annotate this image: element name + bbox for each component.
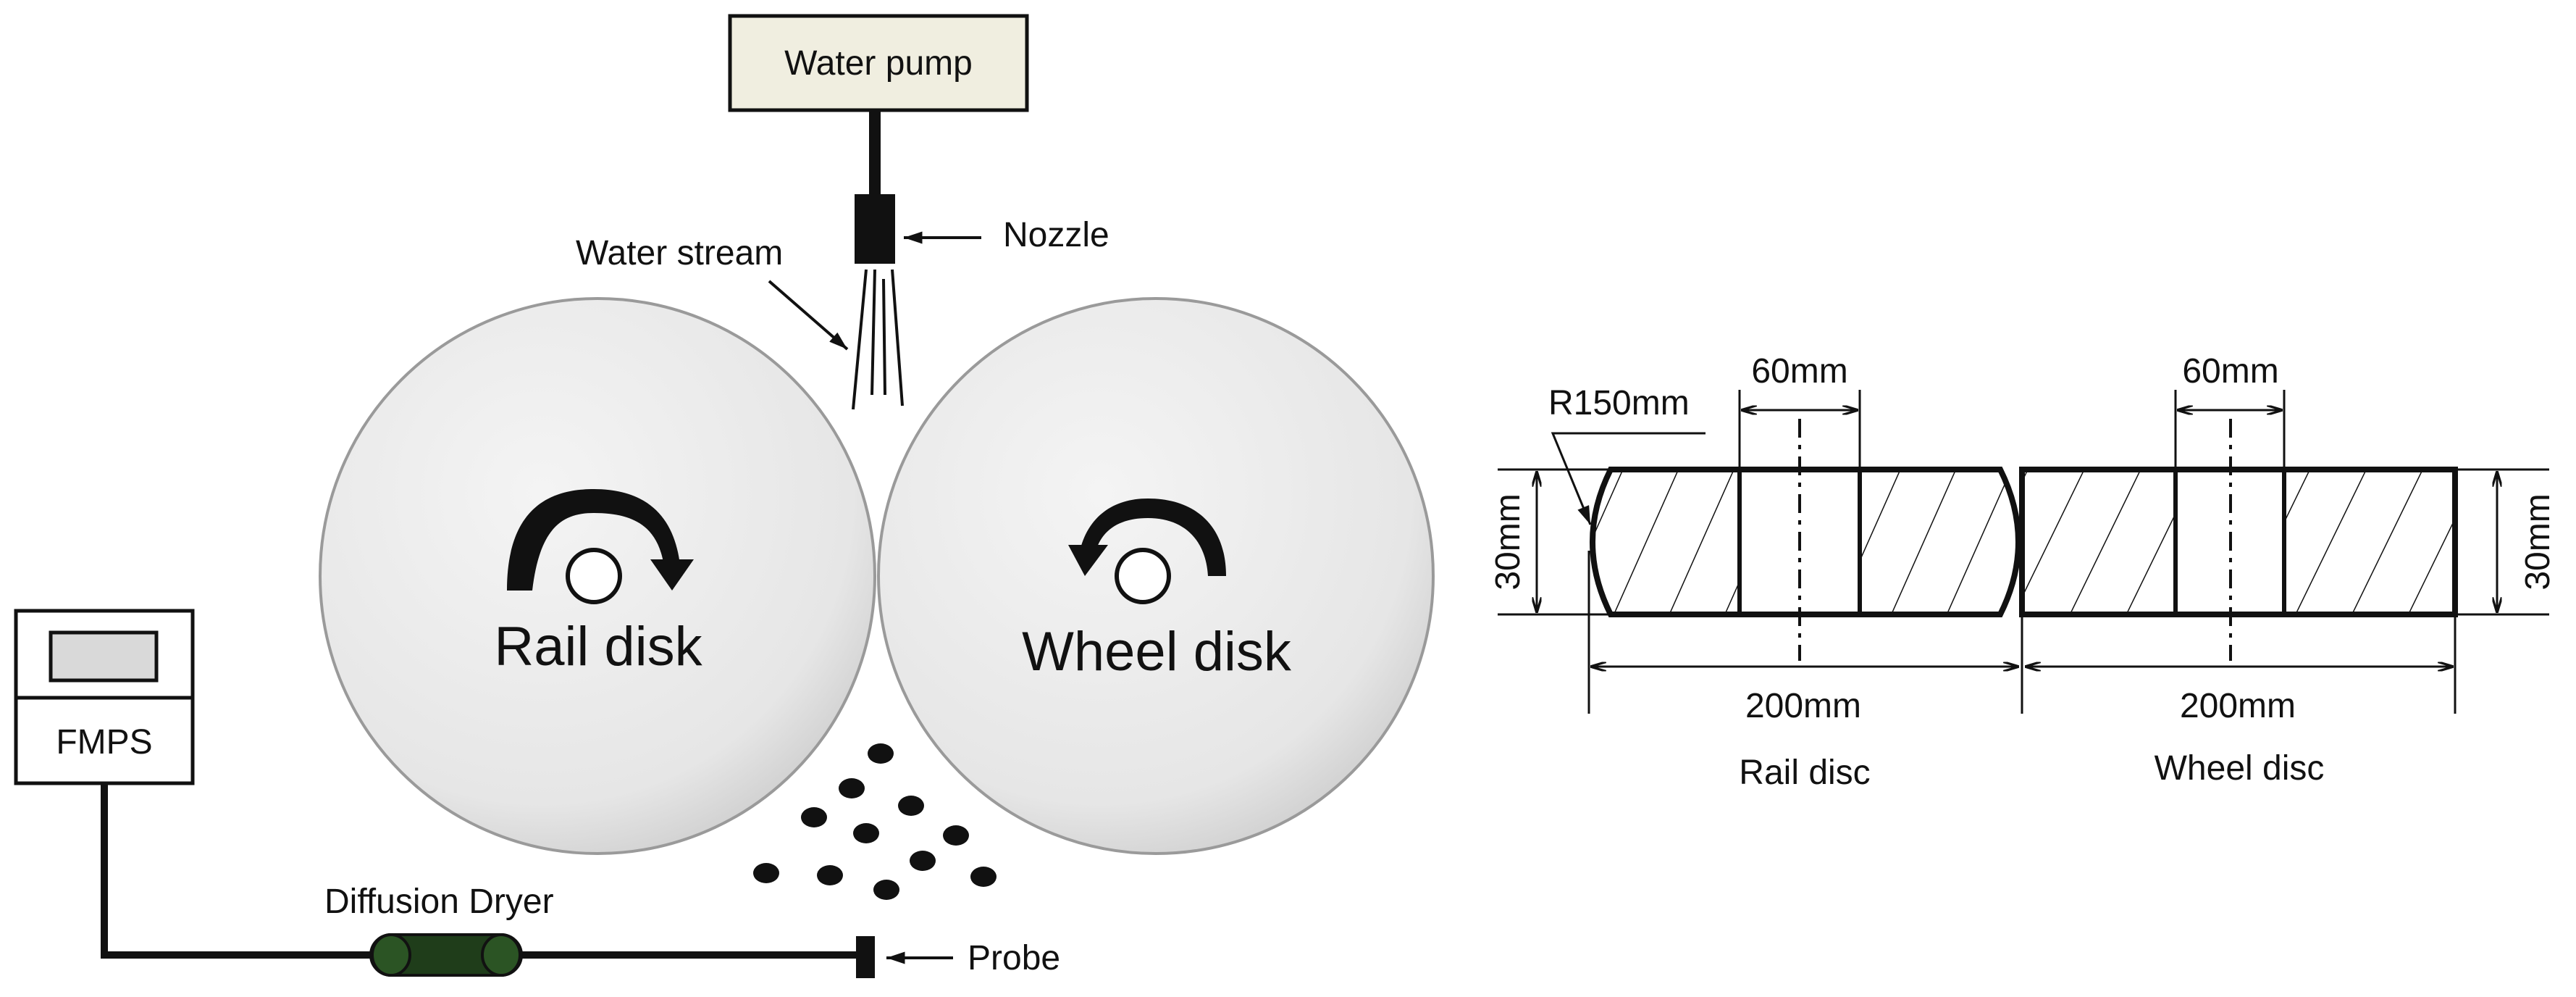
rail-thickness-label: 30mm bbox=[1489, 493, 1527, 590]
wheel-rotation-arrow bbox=[1079, 498, 1226, 576]
dimension-lines bbox=[1537, 410, 2497, 667]
wheel-disk-axle bbox=[1115, 548, 1171, 604]
wheel-diameter-label: 200mm bbox=[2180, 687, 2296, 725]
rail-disk-axle bbox=[566, 548, 622, 604]
radius-label: R150mm bbox=[1548, 384, 1690, 422]
water-pump-label: Water pump bbox=[784, 44, 973, 83]
nozzle bbox=[855, 194, 895, 264]
rail-disc-section bbox=[1590, 419, 2021, 661]
water-pump: Water pump bbox=[728, 14, 1029, 112]
rail-disk-label: Rail disk bbox=[494, 616, 702, 677]
wheel-disc-section bbox=[2019, 419, 2458, 661]
rail-disc-caption: Rail disc bbox=[1739, 754, 1870, 792]
diffusion-dryer-label: Diffusion Dryer bbox=[324, 883, 554, 921]
probe-label: Probe bbox=[968, 939, 1060, 977]
rail-disk: Rail disk bbox=[319, 297, 876, 855]
fmps-instrument: FMPS bbox=[14, 609, 195, 785]
wheel-thickness-label: 30mm bbox=[2519, 493, 2557, 590]
wheel-rotation-arrowhead bbox=[1068, 545, 1108, 576]
dimension-extension-lines bbox=[1498, 390, 2549, 714]
rail-bore-label: 60mm bbox=[1751, 352, 1847, 391]
rail-rotation-arrow bbox=[507, 489, 681, 591]
wheel-bore-label: 60mm bbox=[2182, 352, 2278, 391]
water-stream bbox=[852, 269, 904, 410]
sampling-tube bbox=[101, 783, 860, 959]
nozzle-label: Nozzle bbox=[1003, 216, 1109, 254]
rail-rotation-arrowhead bbox=[650, 559, 694, 591]
rail-diameter-label: 200mm bbox=[1745, 687, 1861, 725]
water-stream-pointer-arrow bbox=[768, 280, 849, 351]
radius-leader bbox=[1551, 432, 1706, 525]
diffusion-dryer bbox=[369, 933, 523, 977]
wheel-disk-label: Wheel disk bbox=[1022, 621, 1292, 683]
fmps-screen bbox=[49, 630, 159, 683]
wear-particles bbox=[753, 743, 997, 900]
wheel-disc-caption: Wheel disc bbox=[2155, 749, 2325, 788]
fmps-label: FMPS bbox=[56, 723, 152, 762]
water-stream-label: Water stream bbox=[576, 234, 783, 272]
wheel-disk: Wheel disk bbox=[877, 297, 1435, 855]
probe bbox=[856, 936, 875, 978]
